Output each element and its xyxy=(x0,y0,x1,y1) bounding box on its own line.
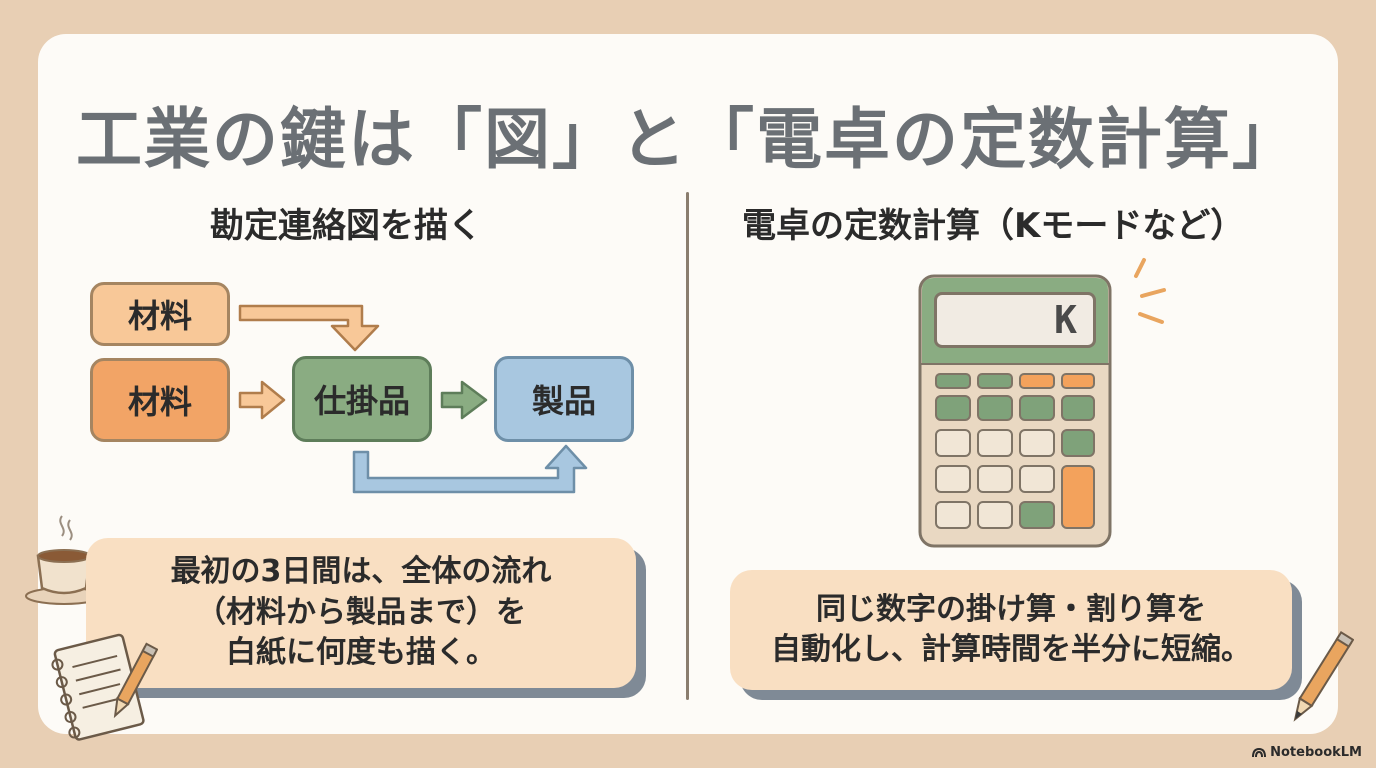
note-right-line-2: 自動化し、計算時間を半分に短縮。 xyxy=(771,632,1251,667)
product-box: 製品 xyxy=(494,356,634,442)
material-box-bottom: 材料 xyxy=(90,358,230,442)
arrow-wip-to-product xyxy=(440,380,488,420)
arrow-material2-to-wip xyxy=(238,380,286,420)
note-left-line-3: 白紙に何度も描く。 xyxy=(226,635,496,671)
pencil-icon xyxy=(113,642,158,719)
note-right: 同じ数字の掛け算・割り算を 自動化し、計算時間を半分に短縮。 xyxy=(730,570,1292,690)
pencil-icon xyxy=(1293,630,1354,722)
notebooklm-logo-icon xyxy=(1252,747,1267,757)
column-divider xyxy=(686,192,689,700)
calculator-display: K xyxy=(934,292,1096,348)
arrow-return-loop xyxy=(352,444,588,494)
slide-title: 工業の鍵は「図」と「電卓の定数計算」 xyxy=(76,101,1300,178)
coffee-cup-icon xyxy=(25,515,103,605)
sparkle-icon xyxy=(1134,258,1166,324)
wip-box: 仕掛品 xyxy=(292,356,432,442)
left-heading: 勘定連絡図を描く xyxy=(210,206,482,246)
note-left: 最初の3日間は、全体の流れ （材料から製品まで）を 白紙に何度も描く。 xyxy=(86,538,636,688)
note-right-line-1: 同じ数字の掛け算・割り算を xyxy=(816,591,1206,627)
note-left-line-2: （材料から製品まで）を xyxy=(196,594,526,630)
arrow-material-to-wip xyxy=(238,304,380,352)
brand-badge: NotebookLM xyxy=(1252,745,1362,760)
note-left-line-1: 最初の3日間は、全体の流れ xyxy=(170,554,552,590)
brand-name: NotebookLM xyxy=(1270,745,1362,760)
material-box-top: 材料 xyxy=(90,282,230,346)
right-heading: 電卓の定数計算（Kモードなど） xyxy=(742,206,1245,246)
